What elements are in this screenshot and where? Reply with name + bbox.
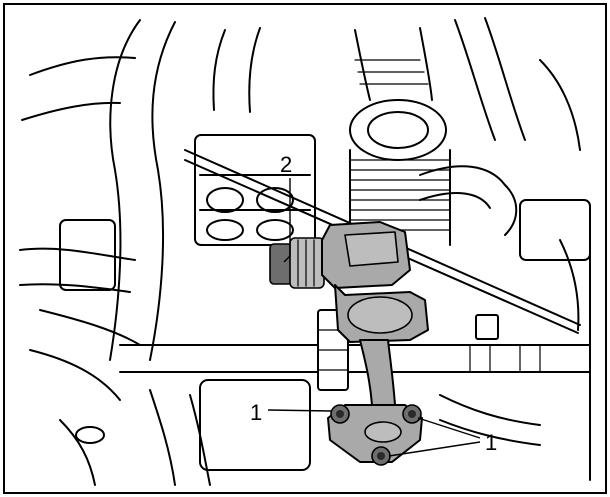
engine-background [19,17,591,486]
callout-2: 2 [280,152,292,177]
leader-1-left [267,409,332,412]
egr-valve-assembly [269,221,429,463]
diagram-frame [3,3,607,494]
bolt-top-right [402,404,422,424]
leader-1-right-lower [388,441,481,457]
callout-leaders [267,178,481,457]
callout-1-left: 1 [250,400,262,425]
callout-1-right: 1 [485,430,497,455]
leader-1-right-upper [417,417,481,439]
leader-2 [283,178,291,263]
mounting-bolts [330,404,422,466]
bolt-top-left [330,404,350,424]
bolt-bottom [371,446,391,466]
valve-connector [269,243,293,285]
